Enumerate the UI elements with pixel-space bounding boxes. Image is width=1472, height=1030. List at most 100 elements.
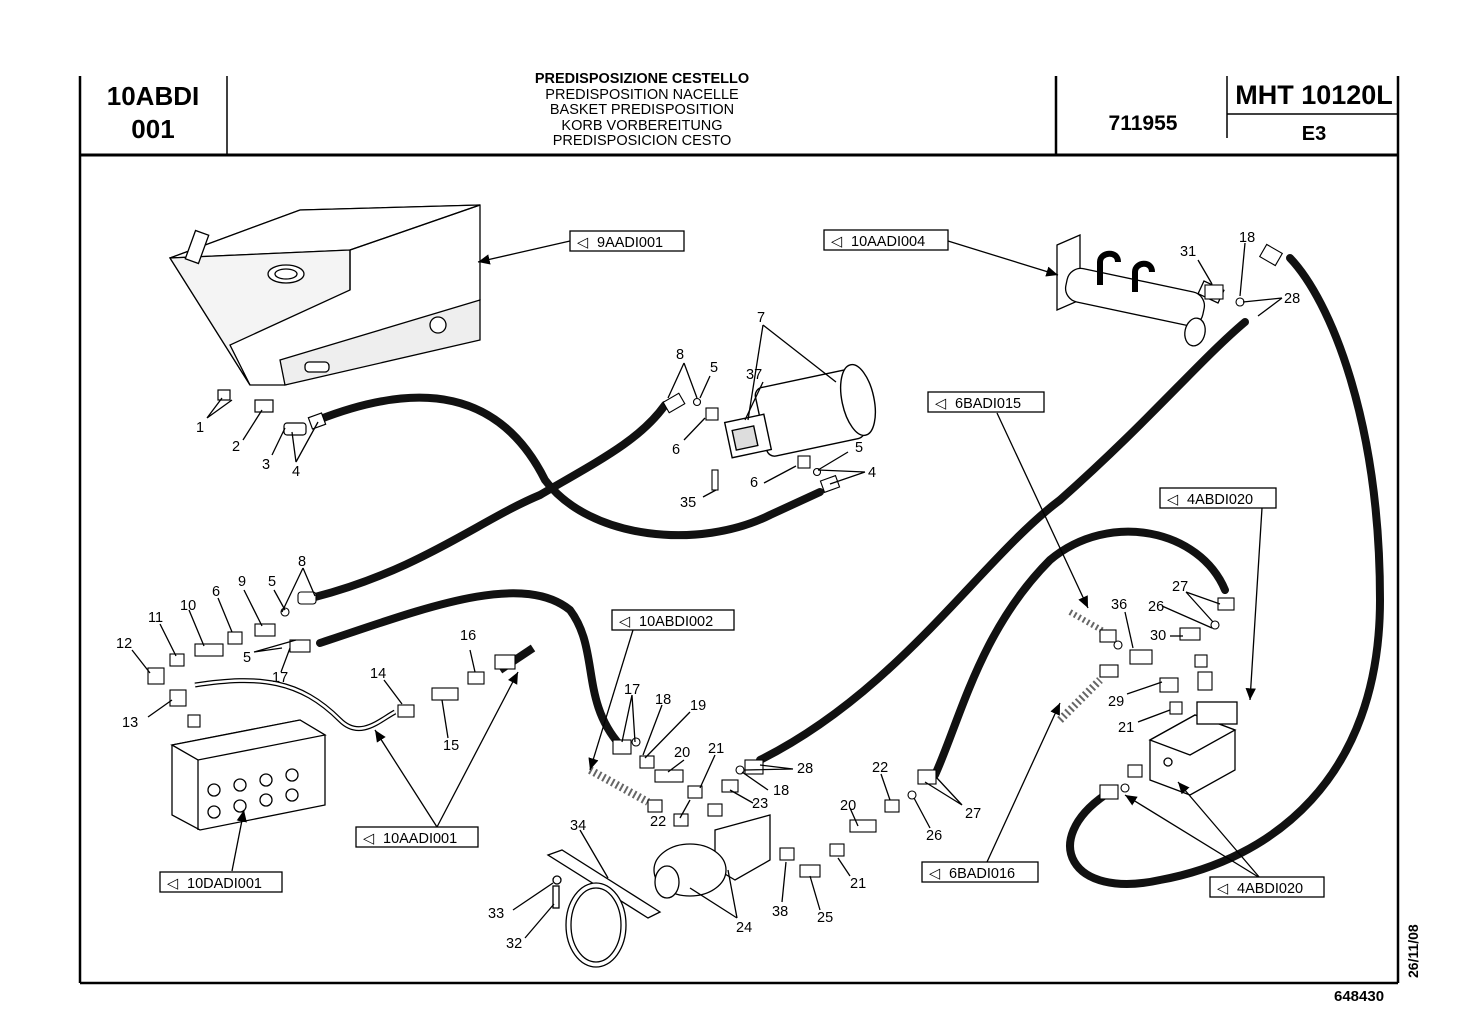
- title-block: PREDISPOSIZIONE CESTELLO PREDISPOSITION …: [228, 71, 1056, 152]
- item-23: 23: [752, 796, 768, 812]
- title-italian: PREDISPOSIZIONE CESTELLO: [534, 71, 750, 87]
- item-9: 9: [238, 574, 246, 590]
- svg-text:◁: ◁: [577, 235, 589, 251]
- reference-tags: ◁ 9AADI001 ◁ 10AADI004 ◁ 6BADI015 ◁ 4ABD…: [159, 229, 1325, 898]
- part-number: 711955: [1108, 112, 1178, 135]
- machine-model: MHT 10120L: [1235, 80, 1393, 110]
- ref-tag-9AADI001[interactable]: ◁ 9AADI001: [569, 230, 685, 252]
- item-20b: 20: [840, 798, 856, 814]
- ref-text: 10AADI004: [851, 234, 925, 250]
- item-16: 16: [460, 628, 476, 644]
- item-6: 6: [672, 442, 680, 458]
- item-28: 28: [1284, 291, 1300, 307]
- ref-tag-10DADI001[interactable]: ◁ 10DADI001: [159, 871, 283, 893]
- hoses: [311, 254, 1385, 888]
- svg-text:◁: ◁: [1217, 881, 1229, 897]
- svg-text:◁: ◁: [831, 234, 843, 250]
- distributor-valve-block: [170, 719, 327, 831]
- item-6b: 6: [750, 475, 758, 491]
- item-33: 33: [488, 906, 504, 922]
- item-21b: 21: [850, 876, 866, 892]
- item-28b: 28: [797, 761, 813, 777]
- svg-text:◁: ◁: [935, 396, 947, 412]
- machine-variant: E3: [1301, 123, 1327, 145]
- ref-tag-10AADI001[interactable]: ◁ 10AADI001: [355, 826, 479, 848]
- group-code: 10ABDI 001: [80, 80, 226, 154]
- item-36: 36: [1111, 597, 1127, 613]
- item-22b: 22: [872, 760, 888, 776]
- ref-tag-4ABDI020-bottom[interactable]: ◁ 4ABDI020: [1209, 876, 1325, 898]
- title-spanish: PREDISPOSICION CESTO: [552, 133, 732, 149]
- group-code-line2: 001: [131, 114, 175, 144]
- ref-tag-10AADI004[interactable]: ◁ 10AADI004: [823, 229, 949, 251]
- item-10: 10: [180, 598, 196, 614]
- svg-text:◁: ◁: [1167, 492, 1179, 508]
- item-20: 20: [674, 745, 690, 761]
- ref-text: 10DADI001: [187, 876, 262, 892]
- svg-text:◁: ◁: [363, 831, 375, 847]
- ref-tag-6BADI015[interactable]: ◁ 6BADI015: [927, 391, 1045, 413]
- fittings-and-seals: [147, 243, 1284, 878]
- item-30: 30: [1150, 628, 1166, 644]
- item-5b: 5: [855, 440, 863, 456]
- ref-text: 10AADI001: [383, 831, 457, 847]
- item-1: 1: [196, 420, 204, 436]
- ref-tag-10ABDI002[interactable]: ◁ 10ABDI002: [611, 609, 735, 631]
- title-english: BASKET PREDISPOSITION: [549, 102, 735, 118]
- hydraulic-tank: [168, 204, 481, 386]
- item-5c: 5: [268, 574, 276, 590]
- solenoid-valve: [1148, 701, 1238, 796]
- item-27b: 27: [1172, 579, 1188, 595]
- tank-fittings: [217, 389, 327, 436]
- ref-text: 6BADI015: [955, 396, 1021, 412]
- item-8: 8: [676, 347, 684, 363]
- item-8b: 8: [298, 554, 306, 570]
- electric-pump-unit: [723, 363, 877, 459]
- ref-text: 6BADI016: [949, 866, 1015, 882]
- svg-text:◁: ◁: [619, 614, 631, 630]
- item-32: 32: [506, 936, 522, 952]
- svg-text:◁: ◁: [167, 876, 179, 892]
- item-4b: 4: [868, 465, 876, 481]
- ref-text: 4ABDI020: [1187, 492, 1253, 508]
- item-22: 22: [650, 814, 666, 830]
- accumulator-and-bracket: [546, 814, 771, 968]
- item-19: 19: [690, 698, 706, 714]
- item-7: 7: [757, 310, 765, 326]
- drawing-number: 648430: [1334, 988, 1385, 1005]
- hydraulic-manifold: [1056, 234, 1225, 347]
- item-37: 37: [746, 367, 762, 383]
- ref-text: 9AADI001: [597, 235, 663, 251]
- ref-tag-6BADI016[interactable]: ◁ 6BADI016: [921, 861, 1039, 883]
- ref-text: 10ABDI002: [639, 614, 713, 630]
- item-5d: 5: [243, 650, 251, 666]
- item-13: 13: [122, 715, 138, 731]
- svg-text:◁: ◁: [929, 866, 941, 882]
- item-25: 25: [817, 910, 833, 926]
- item-35: 35: [680, 495, 696, 511]
- item-3: 3: [262, 457, 270, 473]
- ref-tag-4ABDI020-top[interactable]: ◁ 4ABDI020: [1159, 487, 1277, 509]
- item-numbers: 1 2 3 4 8 5 6 37 7 6 35 5 4 31 18 28 8 9…: [116, 230, 1300, 952]
- item-4: 4: [292, 464, 300, 480]
- group-code-line1: 10ABDI: [106, 81, 200, 111]
- item-24: 24: [736, 920, 752, 936]
- item-26: 26: [926, 828, 942, 844]
- item-31: 31: [1180, 244, 1196, 260]
- item-29: 29: [1108, 694, 1124, 710]
- item-21: 21: [708, 741, 724, 757]
- item-12: 12: [116, 636, 132, 652]
- item-6c: 6: [212, 584, 220, 600]
- title-german: KORB VORBEREITUNG: [561, 117, 723, 134]
- item-5: 5: [710, 360, 718, 376]
- item-18c: 18: [773, 783, 789, 799]
- frame: [78, 76, 1400, 985]
- item-18b: 18: [655, 692, 671, 708]
- item-18: 18: [1239, 230, 1255, 246]
- item-38: 38: [772, 904, 788, 920]
- item-34: 34: [570, 818, 586, 834]
- item-26b: 26: [1148, 599, 1164, 615]
- item-17: 17: [272, 670, 288, 686]
